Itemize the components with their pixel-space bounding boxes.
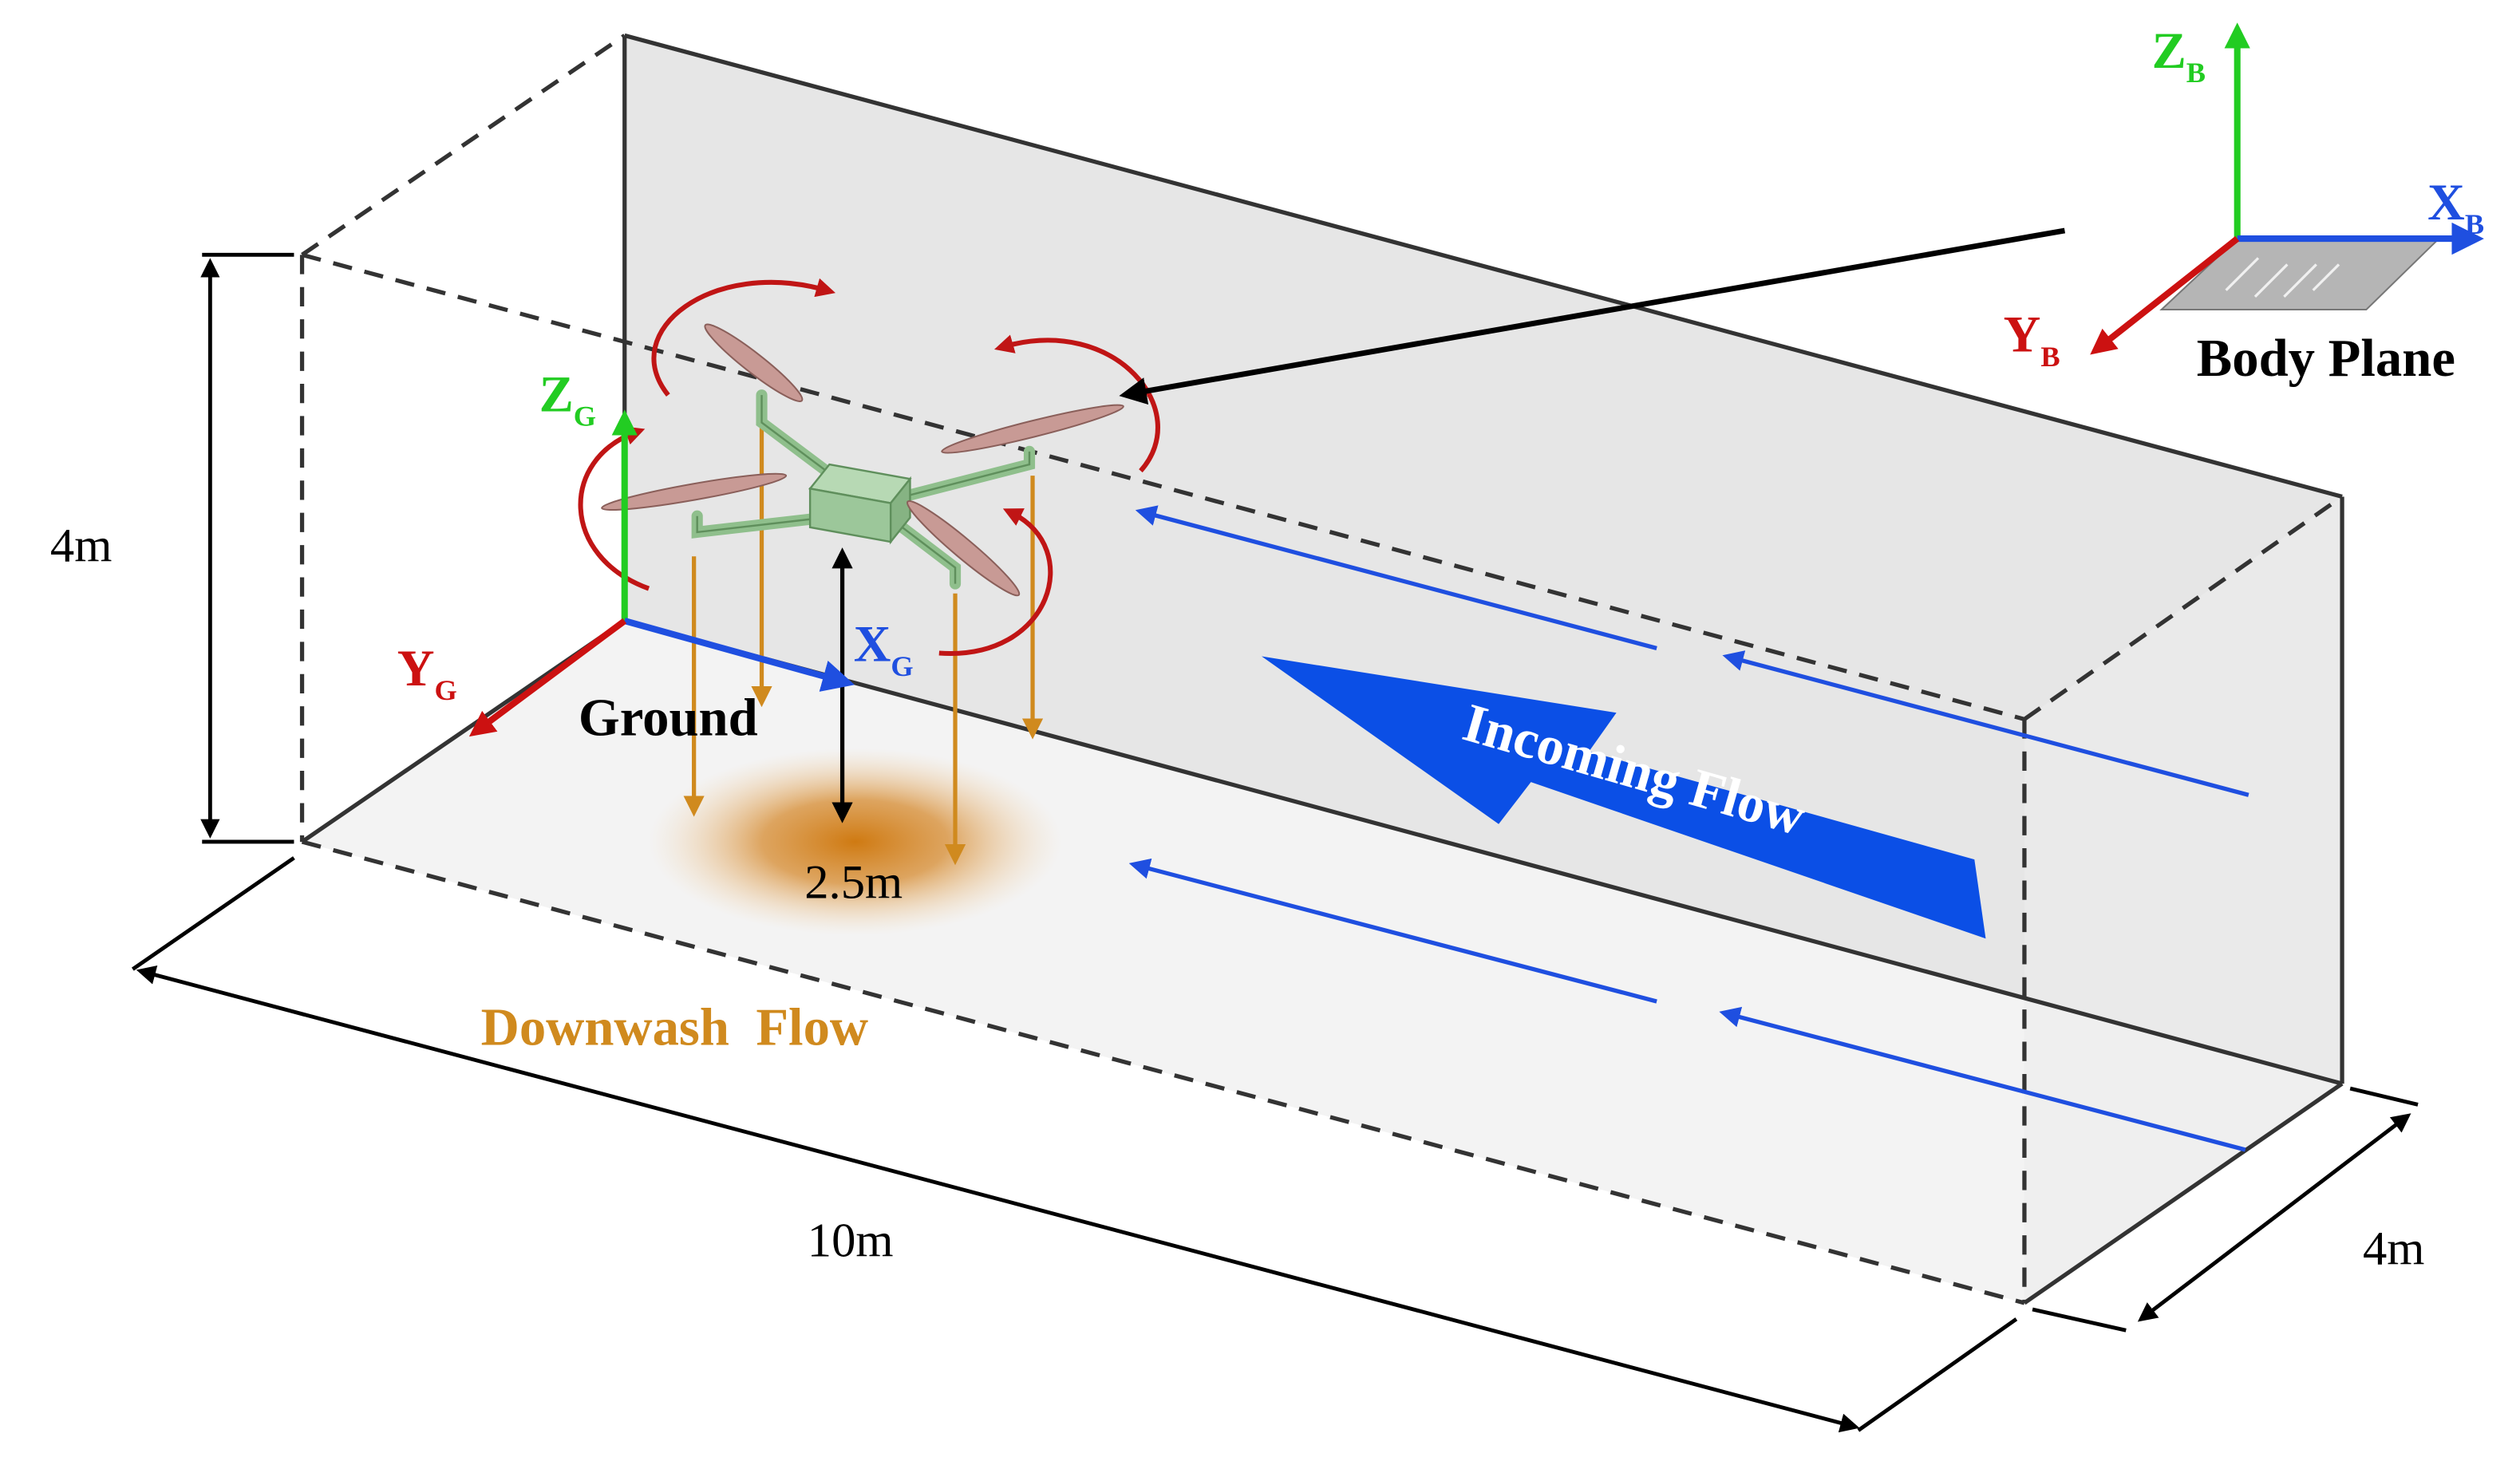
- drone-body: [808, 463, 912, 545]
- rotation-arrow-4: [938, 508, 1053, 656]
- height-dimension: [200, 252, 294, 844]
- body-plane-label: Body Plane: [2197, 330, 2455, 388]
- zb-label: ZB: [2152, 22, 2206, 89]
- xg-axis: [623, 618, 855, 692]
- body-plane-hatching: [2225, 257, 2340, 298]
- body-plane-patch: [2159, 238, 2441, 311]
- propellers: [601, 323, 1124, 597]
- height-label: 4m: [50, 519, 112, 572]
- rotation-arrow-3: [994, 334, 1160, 473]
- downwash-flow-label: Downwash Flow: [481, 999, 868, 1057]
- propeller-front-right: [941, 404, 1124, 454]
- hover-height-label: 2.5m: [804, 856, 903, 910]
- xg-label: XG: [854, 615, 914, 682]
- yg-label: YG: [397, 639, 457, 706]
- streamline-4: [1719, 1006, 2246, 1152]
- propeller-back-right: [906, 500, 1021, 597]
- body-plane-pointer-arrow: [1119, 227, 2066, 405]
- downwash-ground-spot: [649, 748, 1062, 936]
- rotation-arrow-2: [578, 426, 650, 591]
- ground-frame-axes: [468, 409, 855, 737]
- rotor-rotation-arrows: [578, 278, 1160, 656]
- width-dimension: [2032, 1086, 2419, 1333]
- propeller-front-left: [704, 323, 804, 402]
- width-label: 4m: [2363, 1222, 2424, 1275]
- length-label: 10m: [808, 1214, 894, 1267]
- streamline-1: [1135, 505, 1657, 650]
- zg-label: ZG: [539, 365, 596, 432]
- incoming-flow-arrow: [1262, 656, 1986, 939]
- length-dimension: [131, 856, 2018, 1433]
- yb-axis: [2090, 235, 2240, 355]
- downwash-arrows: [683, 422, 1044, 866]
- back-wall: [624, 35, 2343, 1084]
- body-frame-inset: [2090, 22, 2484, 355]
- end-face: [2024, 496, 2343, 1303]
- xb-label: XB: [2427, 173, 2484, 240]
- rotation-arrow-1: [651, 278, 836, 397]
- streamline-3: [1128, 858, 1657, 1004]
- yg-axis: [468, 618, 627, 737]
- yb-label: YB: [2004, 306, 2060, 373]
- streamline-2: [1722, 650, 2249, 797]
- ground-label: Ground: [579, 689, 758, 748]
- incoming-flow-streamlines: [1128, 505, 2249, 1152]
- propeller-back-left: [601, 472, 788, 511]
- quadrotor-drone: [601, 323, 1124, 597]
